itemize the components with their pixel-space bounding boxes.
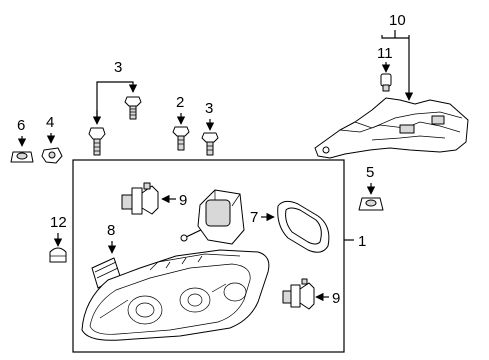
grommet-part-5 — [358, 197, 384, 211]
callout-3-top: 3 — [114, 59, 122, 76]
callout-1: 1 — [358, 233, 366, 250]
bolt-part-3-lower — [88, 127, 106, 156]
cap-part-12 — [49, 247, 67, 263]
callout-7: 7 — [250, 209, 258, 226]
bolt-part-3-upper — [124, 96, 142, 120]
bulb-part-9-upper — [121, 182, 159, 215]
callout-2: 2 — [176, 94, 184, 111]
grommet-part-6 — [10, 151, 34, 163]
callout-12: 12 — [50, 214, 67, 231]
leader-10 — [381, 30, 409, 100]
callout-5: 5 — [366, 164, 374, 181]
bolt-part-2 — [172, 126, 190, 151]
callout-8: 8 — [107, 222, 115, 239]
cover-part-8 — [91, 257, 121, 289]
headlamp-assembly-box — [72, 159, 345, 353]
callout-3-right: 3 — [205, 100, 213, 117]
callout-6: 6 — [17, 117, 25, 134]
nut-part-4 — [41, 147, 63, 164]
callout-4: 4 — [46, 114, 54, 131]
mounting-bracket-part-10 — [314, 97, 469, 159]
callout-9-upper: 9 — [179, 192, 187, 209]
bolt-part-3-right — [201, 132, 219, 156]
callout-10: 10 — [389, 12, 406, 29]
clip-part-11 — [380, 73, 392, 92]
bulb-part-9-lower — [282, 278, 315, 310]
callout-11: 11 — [377, 45, 393, 62]
trim-ring-part-7 — [277, 200, 330, 253]
headlamp-housing — [81, 249, 270, 341]
ballast-module — [180, 189, 245, 245]
callout-9-lower: 9 — [332, 290, 340, 307]
